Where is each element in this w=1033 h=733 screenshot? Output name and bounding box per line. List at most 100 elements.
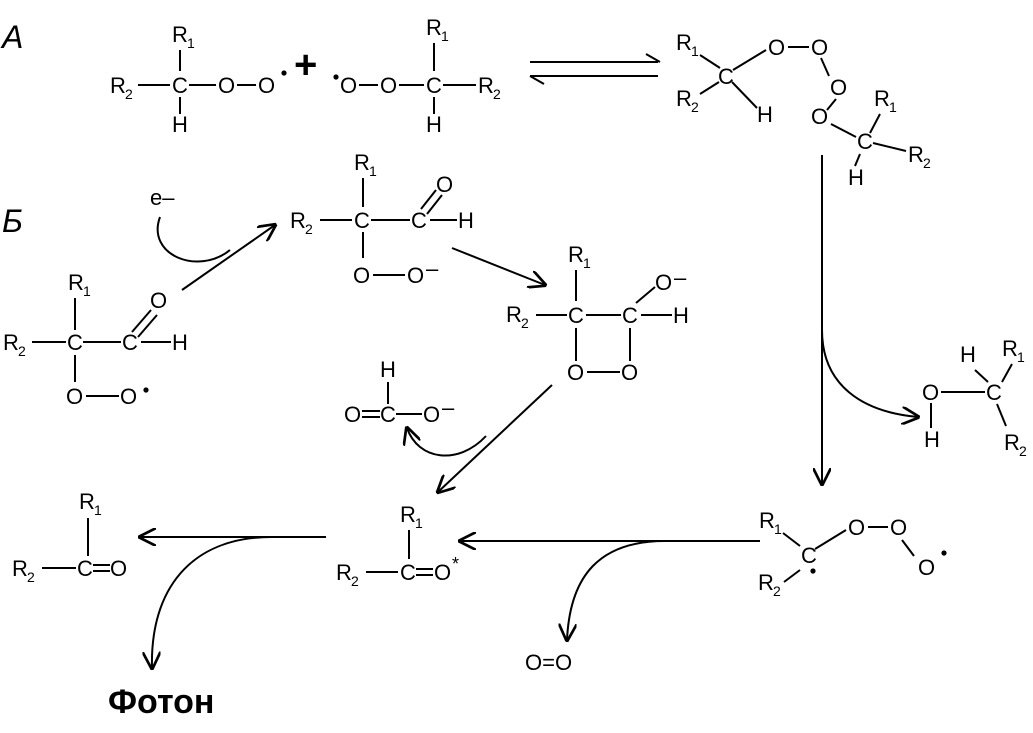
svg-text:R: R xyxy=(12,556,28,581)
formate-release-arrow xyxy=(407,428,487,457)
svg-text:R: R xyxy=(290,208,306,233)
svg-text:1: 1 xyxy=(691,43,699,59)
plus-sign: + xyxy=(294,43,317,87)
svg-text:R: R xyxy=(336,560,352,585)
svg-text:1: 1 xyxy=(774,521,782,537)
svg-text:2: 2 xyxy=(27,569,35,585)
svg-text:C: C xyxy=(568,303,584,328)
svg-text:2: 2 xyxy=(691,99,699,115)
svg-text:R: R xyxy=(172,22,188,47)
svg-text:2: 2 xyxy=(18,343,26,359)
svg-text:O: O xyxy=(621,360,638,385)
svg-text:C: C xyxy=(172,73,188,98)
svg-text:C: C xyxy=(77,556,93,581)
svg-text:C: C xyxy=(986,380,1002,405)
svg-text:C: C xyxy=(354,208,370,233)
svg-text:–: – xyxy=(426,256,439,281)
svg-text:C: C xyxy=(718,64,734,89)
svg-text:C: C xyxy=(380,402,396,427)
svg-text:R: R xyxy=(676,86,692,111)
svg-text:O: O xyxy=(344,402,361,427)
panel-label-b: Б xyxy=(2,203,23,239)
svg-text:2: 2 xyxy=(493,86,501,102)
svg-text:R: R xyxy=(68,270,84,295)
svg-text:1: 1 xyxy=(441,28,449,44)
svg-text:O: O xyxy=(436,172,453,197)
cyclization-arrow xyxy=(451,247,545,285)
svg-text:*: * xyxy=(452,554,459,574)
svg-text:O: O xyxy=(258,73,275,98)
svg-text:O: O xyxy=(120,384,137,409)
molecular-oxygen: O=O xyxy=(525,650,572,675)
svg-text:C: C xyxy=(122,330,138,355)
svg-text:O: O xyxy=(66,384,83,409)
svg-text:C: C xyxy=(801,543,817,568)
dioxetane-cleavage-arrow xyxy=(438,384,553,492)
svg-text:O: O xyxy=(811,104,828,129)
svg-text:H: H xyxy=(458,208,474,233)
electron-label: e– xyxy=(150,185,175,210)
svg-text:H: H xyxy=(380,357,396,382)
svg-text:R: R xyxy=(908,142,924,167)
svg-text:O: O xyxy=(830,75,847,100)
photon-release-arrow xyxy=(152,536,273,668)
svg-text:2: 2 xyxy=(773,583,781,599)
svg-text:R: R xyxy=(79,489,95,514)
svg-text:R: R xyxy=(478,73,494,98)
svg-text:R: R xyxy=(758,570,774,595)
svg-text:R: R xyxy=(110,73,126,98)
svg-text:R: R xyxy=(874,86,890,111)
svg-text:O: O xyxy=(434,560,451,585)
svg-text:O: O xyxy=(811,35,828,60)
svg-text:C: C xyxy=(622,303,638,328)
svg-text:2: 2 xyxy=(125,86,133,102)
oxygen-release-arrow xyxy=(567,540,666,640)
svg-text:O: O xyxy=(922,380,939,405)
svg-text:H: H xyxy=(673,303,689,328)
svg-text:R: R xyxy=(506,302,522,327)
reduction-arrow xyxy=(181,225,275,291)
svg-text:H: H xyxy=(848,165,864,190)
svg-text:2: 2 xyxy=(1019,443,1027,459)
svg-text:H: H xyxy=(924,427,940,452)
svg-text:C: C xyxy=(67,330,83,355)
svg-text:1: 1 xyxy=(1017,349,1025,365)
svg-text:O: O xyxy=(380,73,397,98)
svg-text:C: C xyxy=(857,129,873,154)
svg-text:1: 1 xyxy=(889,99,897,115)
panel-label-a: А xyxy=(0,19,23,55)
svg-text:O: O xyxy=(110,556,127,581)
svg-text:R: R xyxy=(354,150,370,175)
svg-text:1: 1 xyxy=(415,515,423,531)
svg-text:O: O xyxy=(918,555,935,580)
svg-text:O: O xyxy=(353,263,370,288)
svg-text:R: R xyxy=(1002,336,1018,361)
svg-text:H: H xyxy=(172,330,188,355)
equilibrium-arrows xyxy=(529,53,661,85)
svg-text:–: – xyxy=(674,265,687,290)
svg-text:O: O xyxy=(340,73,357,98)
svg-text:O: O xyxy=(218,73,235,98)
alcohol-release-arrow xyxy=(821,329,918,417)
svg-text:H: H xyxy=(172,112,188,137)
svg-text:O: O xyxy=(150,288,167,313)
svg-text:1: 1 xyxy=(187,35,195,51)
svg-text:1: 1 xyxy=(94,502,102,518)
svg-text:R: R xyxy=(3,330,19,355)
formate-anion: H O C O – xyxy=(344,357,455,427)
svg-text:1: 1 xyxy=(583,255,591,271)
svg-text:R: R xyxy=(676,30,692,55)
svg-text:O: O xyxy=(848,515,865,540)
svg-text:R: R xyxy=(1004,430,1020,455)
svg-text:2: 2 xyxy=(351,573,359,589)
